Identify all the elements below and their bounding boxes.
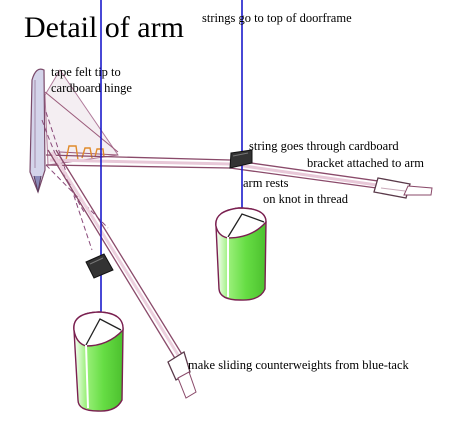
label-string-cardboard: string goes through cardboard: [249, 139, 399, 153]
label-bracket: bracket attached to arm: [307, 156, 424, 170]
cardboard-brackets: [85, 149, 253, 279]
upper-cardboard-bracket: [229, 149, 253, 169]
felt-tip-pen: [29, 68, 46, 194]
label-arm-rests-line1: arm rests: [243, 176, 289, 190]
hinge-tape-marks: [65, 145, 105, 161]
left-hanging-weight: [73, 311, 124, 412]
label-tape-line2: cardboard hinge: [51, 81, 132, 95]
lower-arm-rod: [47, 149, 184, 361]
diagram-title: Detail of arm: [24, 11, 184, 44]
upper-sliding-counterweight: [373, 177, 433, 199]
label-sliding: make sliding counterweights from blue-ta…: [188, 358, 410, 372]
lower-sliding-counterweight: [167, 350, 197, 399]
lower-cardboard-bracket: [85, 253, 114, 279]
label-tape-line1: tape felt tip to: [51, 65, 121, 79]
label-strings-top: strings go to top of doorframe: [202, 11, 352, 25]
label-arm-rests-line2: on knot in thread: [263, 192, 349, 206]
cardboard-hinge-panel: [44, 69, 119, 166]
right-hanging-weight: [215, 207, 267, 301]
